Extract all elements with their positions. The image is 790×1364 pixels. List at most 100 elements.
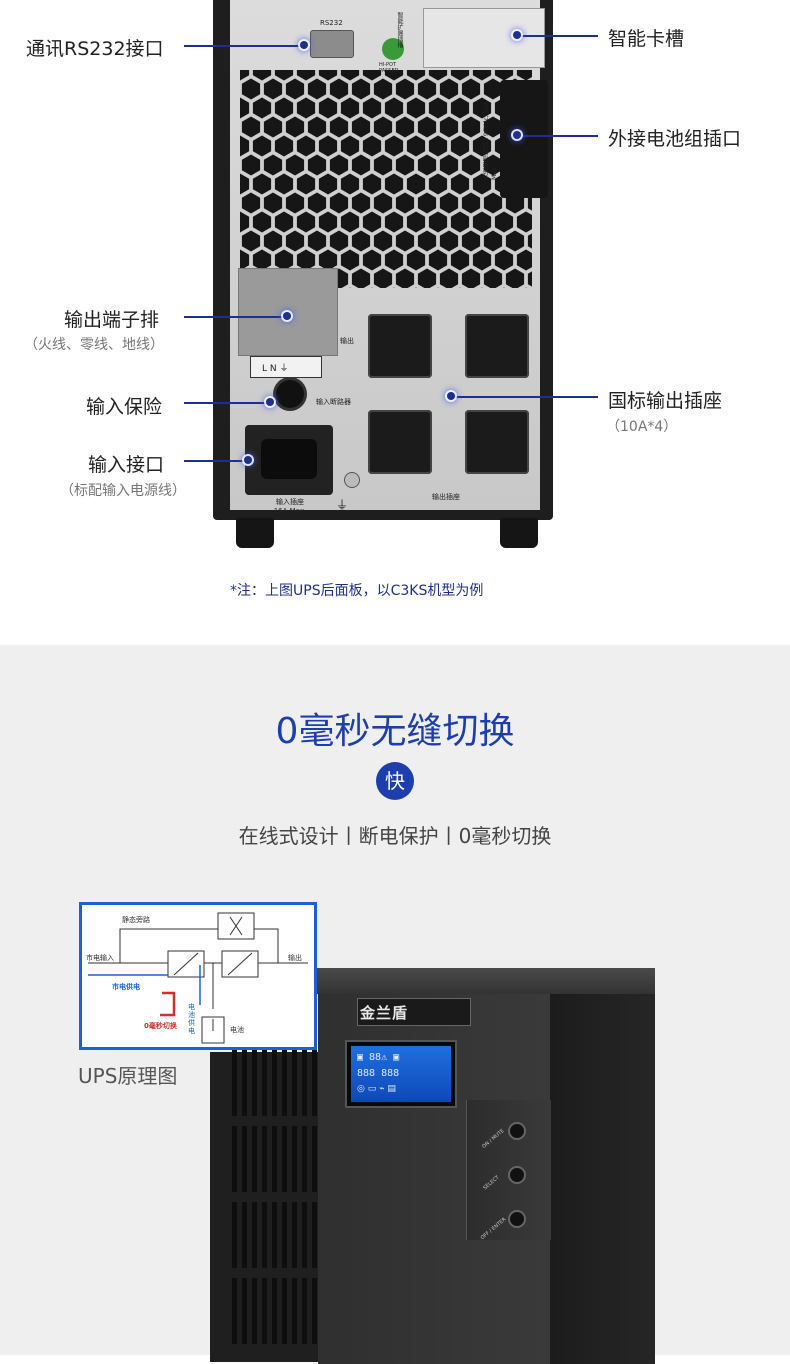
terminal-letters: L N ⏚ — [262, 364, 289, 374]
vent-slat — [272, 1126, 277, 1192]
ups-top — [315, 968, 655, 994]
off-enter-button[interactable] — [510, 1212, 524, 1226]
vent-slat — [302, 1202, 307, 1268]
vent-slat — [282, 1050, 287, 1116]
battery-port-label: 外接电池组插口 96Vdc, 50A Max. — [483, 101, 498, 180]
ventilation-grille — [240, 70, 532, 288]
ups-side-panel — [550, 994, 655, 1364]
diagram-label-battery: 电池 — [230, 1026, 244, 1034]
smart-card-slot — [423, 8, 545, 68]
callout-line — [520, 135, 598, 137]
vent-slat — [232, 1202, 237, 1268]
callout-output-terminal: 输出端子排 — [64, 309, 160, 331]
output-outlet — [368, 410, 432, 474]
speed-badge: 快 — [376, 762, 414, 800]
breaker-label: 输入断路器 — [316, 398, 351, 406]
vent-slat — [292, 1126, 297, 1192]
vent-slat — [302, 1050, 307, 1116]
lcd-display: ▣ 88⚠ ▣ 888 888 ◎ ▭ ⌁ ▤ — [345, 1040, 457, 1108]
vent-slat — [292, 1050, 297, 1116]
vent-slat — [312, 1278, 317, 1344]
vent-slat — [272, 1050, 277, 1116]
on-mute-button[interactable] — [510, 1124, 524, 1138]
vent-slat — [262, 1126, 267, 1192]
callout-output-socket: 国标输出插座 — [608, 390, 723, 412]
vent-slat — [262, 1050, 267, 1116]
vent-slat — [252, 1050, 257, 1116]
rs232-port — [310, 30, 354, 58]
vent-slat — [232, 1126, 237, 1192]
callout-line — [184, 402, 270, 404]
callout-dot — [266, 398, 274, 406]
callout-dot — [513, 31, 521, 39]
vent-slat — [292, 1278, 297, 1344]
callout-line — [184, 45, 302, 47]
diagram-label-mains-input: 市电输入 — [86, 954, 114, 962]
vent-slat — [252, 1278, 257, 1344]
callout-dot — [300, 41, 308, 49]
select-button[interactable] — [510, 1168, 524, 1182]
callout-comm-port: 通讯RS232接口 — [26, 38, 164, 60]
diagram-label-mains-supply: 市电供电 — [112, 983, 140, 991]
hipot-label: HI-POT PASSED — [379, 62, 399, 74]
callout-dot — [283, 312, 291, 320]
brand-logo: 金兰盾 — [360, 1004, 409, 1022]
callout-input-port-note: （标配输入电源线） — [60, 483, 186, 499]
vent-slat — [272, 1202, 277, 1268]
hipot-sticker — [382, 38, 404, 60]
diagram-caption: UPS原理图 — [78, 1064, 178, 1088]
callout-line — [184, 316, 284, 318]
vent-slat — [272, 1278, 277, 1344]
battery-port — [500, 80, 548, 198]
vent-slat — [282, 1126, 287, 1192]
vent-slat — [312, 1126, 317, 1192]
rear-panel-note: *注：上图UPS后面板，以C3KS机型为例 — [230, 583, 484, 599]
callout-dot — [244, 456, 252, 464]
callout-line — [520, 35, 598, 37]
vent-slat — [242, 1126, 247, 1192]
output-outlet — [465, 314, 529, 378]
callout-line — [452, 396, 598, 398]
callout-dot — [513, 131, 521, 139]
ups-foot — [500, 518, 538, 548]
callout-battery-port: 外接电池组插口 — [608, 128, 742, 150]
vent-slat — [302, 1126, 307, 1192]
callout-dot — [447, 392, 455, 400]
output-label: 输出 — [340, 337, 354, 345]
input-fuse — [276, 380, 304, 408]
vent-slat — [262, 1202, 267, 1268]
vent-slat — [282, 1202, 287, 1268]
callout-input-fuse: 输入保险 — [86, 396, 163, 418]
callout-smart-slot: 智能卡槽 — [608, 28, 685, 50]
vent-slat — [242, 1278, 247, 1344]
vent-slat — [312, 1202, 317, 1268]
vent-slat — [242, 1050, 247, 1116]
ground-screw — [344, 472, 360, 488]
vent-slat — [252, 1202, 257, 1268]
feature-subtitle: 在线式设计丨断电保护丨0毫秒切换 — [238, 824, 552, 848]
ups-foot — [236, 518, 274, 548]
callout-input-port: 输入接口 — [88, 454, 165, 476]
vent-slat — [302, 1278, 307, 1344]
vent-slat — [312, 1050, 317, 1116]
output-sockets-label: 输出插座 — [432, 493, 460, 501]
callout-line — [184, 460, 246, 462]
input-port — [245, 425, 333, 495]
vent-slat — [232, 1278, 237, 1344]
vent-slat — [252, 1126, 257, 1192]
vent-slat — [262, 1278, 267, 1344]
control-panel — [466, 1100, 551, 1240]
diagram-label-output: 输出 — [288, 954, 302, 962]
feature-title: 0毫秒无缝切换 — [275, 711, 515, 752]
smart-slot-label: 智能扩展插槽 — [396, 12, 403, 48]
vent-slat — [282, 1278, 287, 1344]
diagram-label-zero-ms: 0毫秒切换 — [144, 1022, 177, 1030]
rs232-label: RS232 — [320, 19, 343, 27]
terminal-block — [250, 356, 322, 378]
vent-slat — [232, 1050, 237, 1116]
diagram-label-static-bypass: 静态旁路 — [122, 916, 150, 924]
input-plug-label: 输入插座 16A Max. — [273, 498, 307, 515]
callout-output-socket-note: （10A*4） — [606, 419, 678, 435]
ups-principle-diagram: 静态旁路 市电输入 输出 市电供电 电池供电 0毫秒切换 电池 — [79, 902, 317, 1050]
ground-icon: ⏚ — [336, 498, 349, 512]
